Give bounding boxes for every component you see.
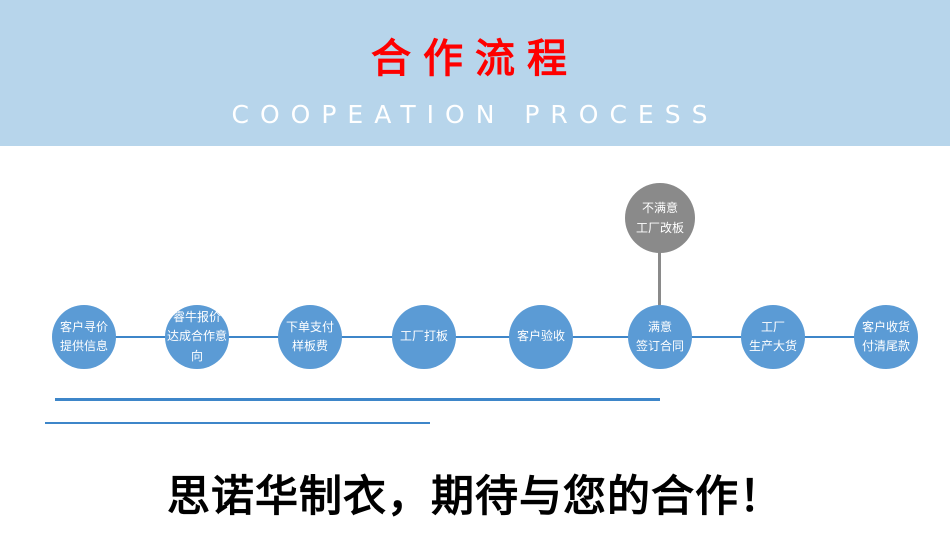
banner-subtitle: COOPEATION PROCESS (231, 100, 719, 129)
flow-step-8: 客户收货 付清尾款 (854, 305, 918, 369)
flow-step-6: 满意 签订合同 (628, 305, 692, 369)
flow-step-3: 下单支付 样板费 (278, 305, 342, 369)
rework-branch-circle: 不满意 工厂改板 (625, 183, 695, 253)
flow-step-4: 工厂打板 (392, 305, 456, 369)
banner: 合作流程 COOPEATION PROCESS (0, 0, 950, 146)
decorative-line-long (55, 398, 660, 401)
footer-slogan: 思诺华制衣，期待与您的合作！ (167, 472, 783, 522)
branch-connector-line (658, 250, 661, 308)
flow-step-5: 客户验收 (509, 305, 573, 369)
flow-connector-line (84, 336, 886, 338)
flow-step-1: 客户寻价 提供信息 (52, 305, 116, 369)
banner-title: 合作流程 (371, 36, 579, 82)
flow-step-7: 工厂 生产大货 (741, 305, 805, 369)
decorative-line-short (45, 422, 430, 424)
flow-step-2: 睿牛报价 达成合作意向 (165, 305, 229, 369)
